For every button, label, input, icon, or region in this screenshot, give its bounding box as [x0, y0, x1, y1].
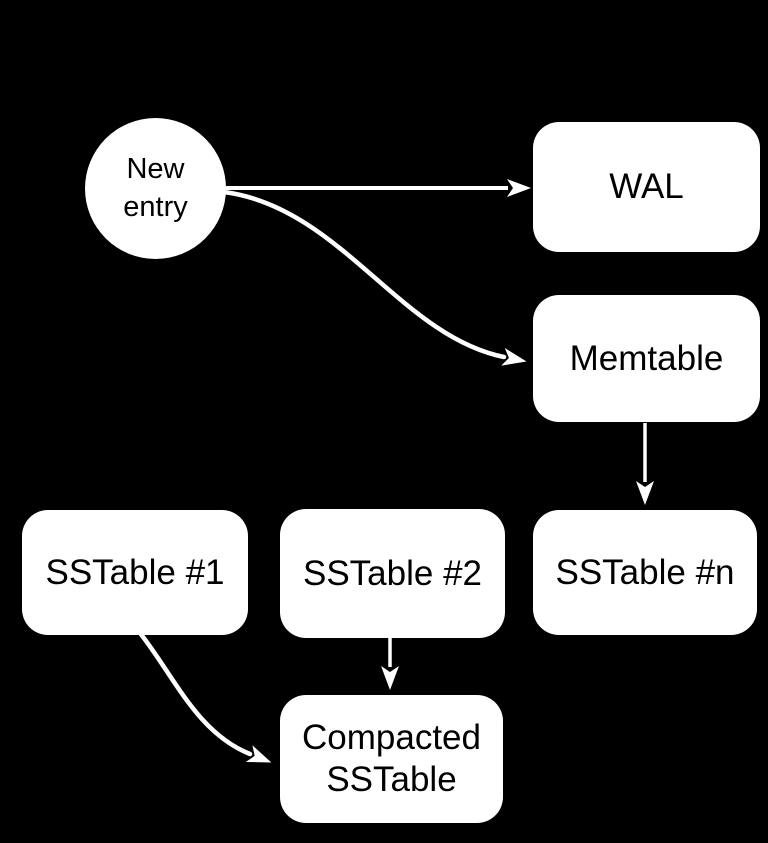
- node-memtable-label: Memtable: [569, 338, 724, 378]
- node-compacted-sstable-label: Compacted SSTable: [302, 718, 481, 799]
- node-sstable-1: SSTable #1: [22, 510, 248, 635]
- edge-new-entry-to-memtable-arrow: [221, 189, 527, 366]
- node-sstable-1-label: SSTable #1: [45, 552, 225, 592]
- node-memtable: Memtable: [533, 295, 760, 422]
- node-sstable-2: SSTable #2: [280, 509, 505, 638]
- node-wal: WAL: [533, 122, 760, 252]
- node-wal-label: WAL: [609, 167, 684, 206]
- node-compacted-sstable: Compacted SSTable: [280, 695, 503, 823]
- edge-sstable-1-to-compacted-arrow: [137, 630, 272, 763]
- node-sstable-n: SSTable #n: [533, 510, 757, 635]
- node-new-entry-label: New entry: [123, 152, 188, 223]
- node-sstable-2-label: SSTable #2: [302, 553, 483, 593]
- node-new-entry: New entry: [85, 118, 226, 259]
- node-sstable-n-label: SSTable #n: [555, 552, 735, 592]
